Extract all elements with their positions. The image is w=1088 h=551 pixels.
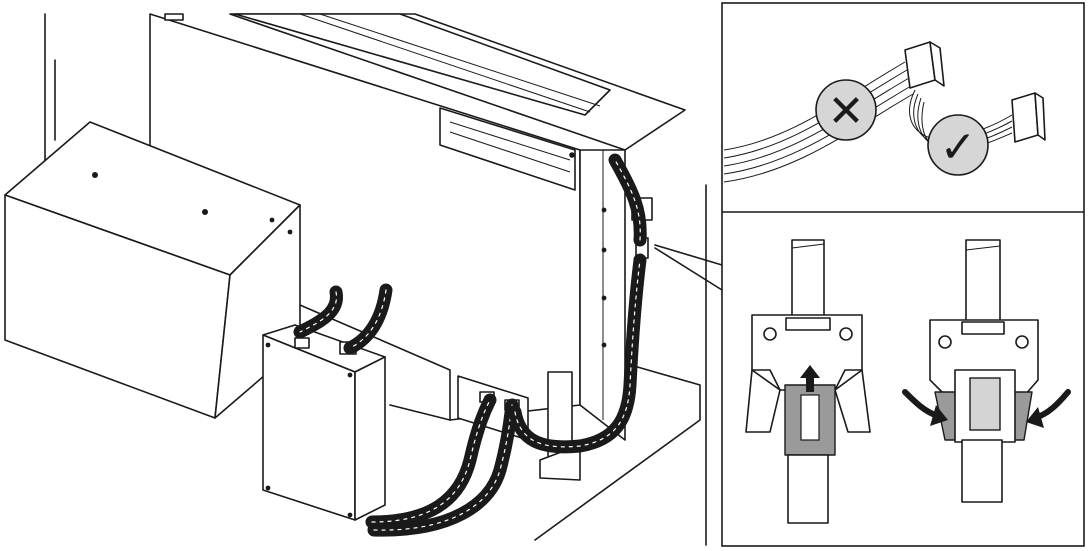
right-mark: ✓ bbox=[940, 122, 977, 173]
top-bracket bbox=[164, 13, 184, 21]
fan-unit bbox=[4, 121, 301, 419]
hob-groove bbox=[299, 13, 591, 113]
screw-5 bbox=[569, 152, 575, 158]
screw-4 bbox=[601, 342, 607, 348]
rail-line bbox=[449, 121, 571, 161]
mounting-rail bbox=[439, 107, 576, 191]
hob-groove-2 bbox=[319, 13, 601, 107]
latch-closed-plug bbox=[969, 377, 1001, 431]
latch-open-wing-left bbox=[745, 369, 781, 433]
rail-line-2 bbox=[449, 131, 571, 173]
ribbon-wrong bbox=[723, 41, 945, 183]
box-plug-1 bbox=[294, 337, 310, 349]
control-box bbox=[262, 324, 386, 521]
latch-open-cable-bottom bbox=[787, 454, 829, 524]
main-illustration bbox=[4, 13, 723, 546]
box-screw-3 bbox=[265, 485, 271, 491]
fan-screw-1 bbox=[92, 172, 98, 178]
latch-open-bolt-left bbox=[763, 327, 777, 341]
hob-top bbox=[234, 13, 611, 116]
latch-closed-bolt-left bbox=[938, 335, 952, 349]
floor-edge bbox=[389, 404, 451, 421]
wrong-badge bbox=[815, 79, 877, 141]
callout-line-top bbox=[654, 244, 723, 266]
cabinet-floor bbox=[534, 361, 701, 541]
insert-arrow-icon bbox=[800, 365, 820, 392]
latch-open-cable-top bbox=[791, 239, 825, 323]
detail-ribbon-cable: ✕ ✓ bbox=[723, 41, 1046, 183]
fan-screw-2 bbox=[202, 209, 208, 215]
detail-latch-closed bbox=[902, 239, 1071, 503]
screw-3 bbox=[601, 295, 607, 301]
box-screw-2 bbox=[347, 372, 353, 378]
box-screw-1 bbox=[265, 342, 271, 348]
fan-screw-4 bbox=[287, 229, 293, 235]
control-box-side bbox=[354, 356, 386, 521]
latch-open-bolt-right bbox=[839, 327, 853, 341]
ribbon-wrong-connector-side bbox=[929, 41, 945, 87]
detail-latch-open bbox=[745, 239, 871, 524]
box-screw-4 bbox=[347, 512, 353, 518]
ribbon-right-connector-side bbox=[1034, 92, 1046, 141]
wrong-mark: ✕ bbox=[828, 86, 865, 137]
screw-2 bbox=[601, 247, 607, 253]
screw-1 bbox=[601, 207, 607, 213]
callout-line-bottom bbox=[654, 247, 723, 291]
close-arrowhead-left-icon bbox=[930, 405, 948, 426]
latch-closed-clip bbox=[961, 321, 1005, 335]
latch-open-clip bbox=[785, 317, 831, 331]
fan-screw-3 bbox=[269, 217, 275, 223]
ribbon-right-connector bbox=[1011, 92, 1039, 143]
right-badge bbox=[927, 114, 989, 176]
latch-closed-bolt-right bbox=[1015, 335, 1029, 349]
detail-border bbox=[721, 2, 1085, 547]
latch-open-wing-right bbox=[834, 369, 871, 433]
close-arrowhead-right-icon bbox=[1026, 407, 1044, 428]
hose-to-panel-1 bbox=[365, 393, 497, 529]
latch-closed-cable-top bbox=[965, 239, 1001, 323]
detail-frame bbox=[721, 2, 1085, 547]
hose-main-run bbox=[508, 253, 647, 454]
latch-closed-cable-bottom bbox=[961, 439, 1003, 503]
